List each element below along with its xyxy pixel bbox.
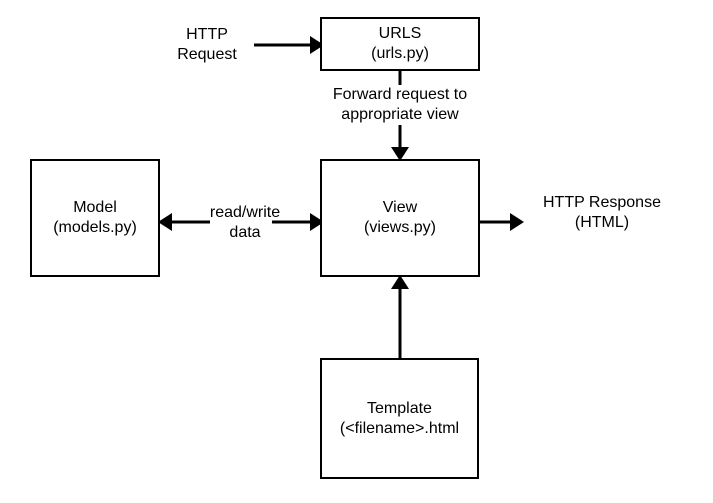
node-urls-file: (urls.py)	[371, 45, 429, 62]
label-http-request-line2: Request	[177, 46, 237, 63]
node-template-title: Template	[367, 399, 432, 417]
node-model-title: Model	[73, 199, 117, 216]
node-view-title: View	[382, 199, 418, 216]
arrow-view-to-http-response	[478, 210, 526, 234]
label-forward-request-line2: appropriate view	[339, 105, 461, 125]
label-read-write-data: read/write data	[195, 202, 295, 244]
label-forward-request: Forward request to appropriate view	[310, 84, 490, 126]
arrow-template-to-view	[388, 273, 412, 363]
label-read-write-data-line2: data	[229, 224, 261, 241]
label-forward-request-line1: Forward request to	[330, 85, 470, 105]
node-urls[interactable]: URLS (urls.py)	[320, 17, 480, 71]
node-model-file: (models.py)	[53, 219, 137, 236]
node-template-file: (<filename>.html	[339, 419, 460, 437]
label-http-request: HTTP Request	[157, 24, 257, 66]
node-template[interactable]: Template (<filename>.html	[320, 358, 479, 479]
arrow-model-to-view	[272, 210, 326, 234]
label-http-response: HTTP Response (HTML)	[522, 192, 682, 234]
arrow-http-request-to-urls	[250, 33, 326, 57]
node-view[interactable]: View (views.py)	[320, 159, 480, 277]
label-read-write-data-line1: read/write	[209, 204, 281, 221]
node-view-file: (views.py)	[363, 219, 436, 236]
label-http-response-line2: (HTML)	[574, 214, 630, 231]
node-model[interactable]: Model (models.py)	[30, 159, 160, 277]
label-http-response-line1: HTTP Response	[543, 194, 661, 211]
label-http-request-line1: HTTP	[186, 26, 228, 43]
arrow-view-to-model	[154, 210, 212, 234]
node-urls-title: URLS	[378, 25, 422, 42]
